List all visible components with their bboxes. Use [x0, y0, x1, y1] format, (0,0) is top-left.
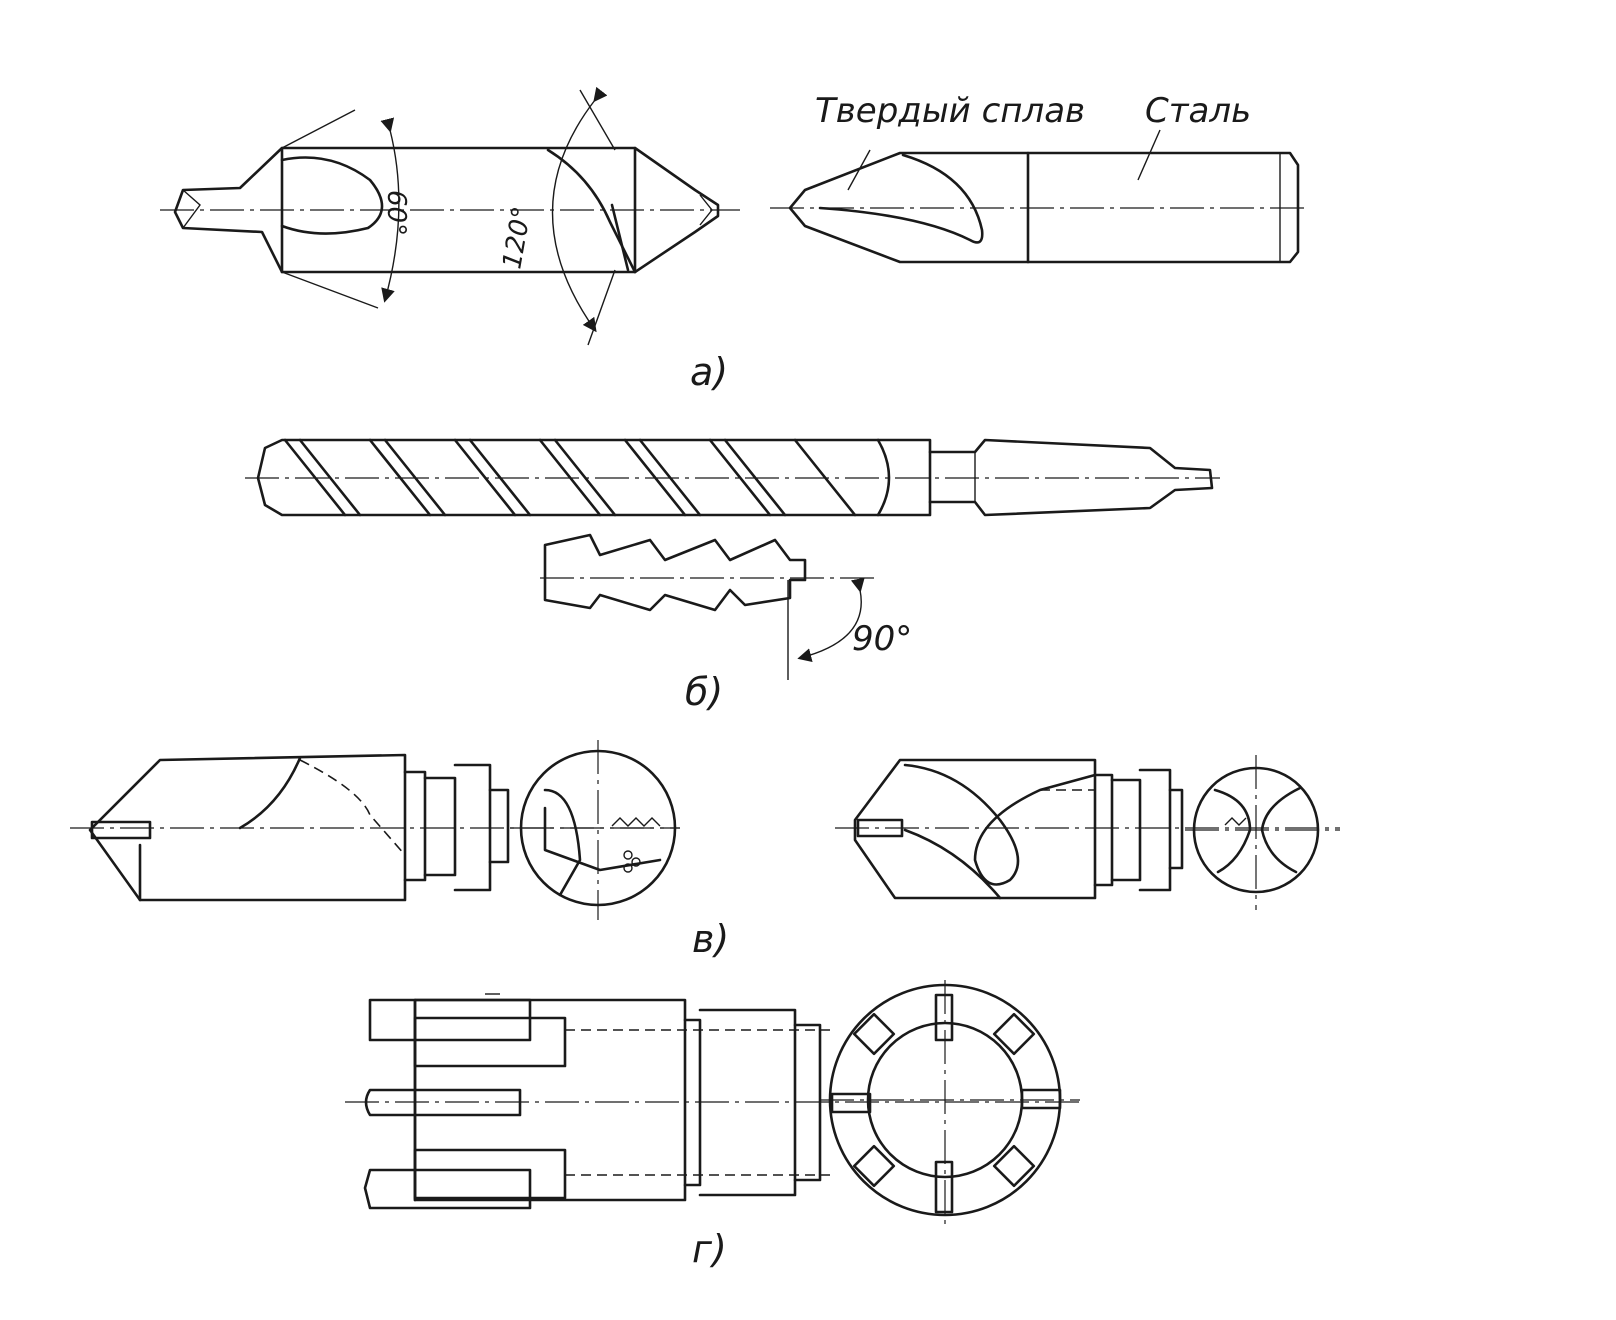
hard-alloy-label: Твердый сплав [815, 91, 1085, 131]
steel-label: Сталь [1145, 91, 1251, 131]
panel-b-section: 90° [540, 533, 912, 680]
panel-v-straight-drill [70, 740, 680, 920]
angle-60-label: 60° [381, 190, 411, 236]
panel-b-label: б) [685, 670, 723, 714]
angle-90-label: 90° [852, 619, 912, 659]
panel-v-twist-drill [835, 755, 1340, 910]
panel-a-label: а) [690, 350, 728, 394]
panel-g-insert-cutter [345, 980, 1080, 1225]
panel-a-tipped-drill: Твердый сплав Сталь [770, 91, 1310, 264]
panel-b-auger-drill [245, 438, 1220, 517]
angle-120-label: 120° [497, 204, 537, 271]
panel-a-center-drill: 60° 120° [160, 86, 740, 346]
panel-v-label: в) [692, 917, 729, 961]
panel-g-label: г) [692, 1227, 727, 1271]
